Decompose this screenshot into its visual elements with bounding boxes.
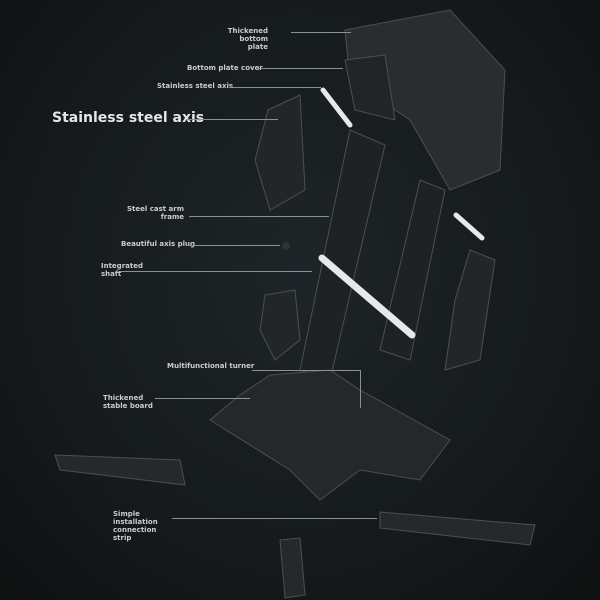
leader-line — [120, 271, 312, 272]
label-thickened-bottom-plate: Thickened bottom plate — [227, 27, 268, 51]
label-stainless-steel-axis-small: Stainless steel axis — [157, 82, 234, 90]
integrated-shaft-rod — [318, 254, 416, 339]
leader-line — [360, 370, 361, 408]
connection-strip-left — [54, 454, 186, 486]
bottom-plate-cover-part — [344, 54, 396, 121]
stable-board-part — [209, 369, 451, 501]
right-cover-part — [444, 249, 496, 371]
label-steel-cast-arm-frame: Steel cast arm frame — [126, 205, 184, 221]
leader-line — [187, 245, 280, 246]
leader-line — [291, 32, 351, 33]
leader-line — [172, 518, 377, 519]
leader-line — [155, 398, 250, 399]
label-stainless-steel-axis-big: Stainless steel axis — [52, 110, 205, 126]
steel-axis-right — [453, 212, 485, 241]
turner-part — [259, 289, 301, 361]
arm-cover-part — [254, 94, 306, 211]
connection-strip-bottom — [279, 537, 306, 599]
connection-strip-right — [379, 511, 536, 546]
label-multifunctional-turner: Multifunctional turner — [167, 362, 255, 370]
label-thickened-stable-board: Thickened stable board — [103, 394, 153, 410]
axis-plug-part — [282, 242, 290, 250]
label-simple-installation-strip: Simple installation connection strip — [113, 510, 158, 542]
label-bottom-plate-cover: Bottom plate cover — [187, 64, 263, 72]
leader-line — [186, 119, 278, 120]
label-beautiful-axis-plug: Beautiful axis plug — [121, 240, 196, 248]
leader-line — [258, 68, 343, 69]
leader-line — [229, 87, 321, 88]
steel-axis-top — [320, 87, 353, 128]
leader-line — [252, 370, 360, 371]
arm-frame-part — [299, 129, 386, 381]
label-integrated-shaft: Integrated shaft — [101, 262, 143, 278]
leader-line — [189, 216, 329, 217]
